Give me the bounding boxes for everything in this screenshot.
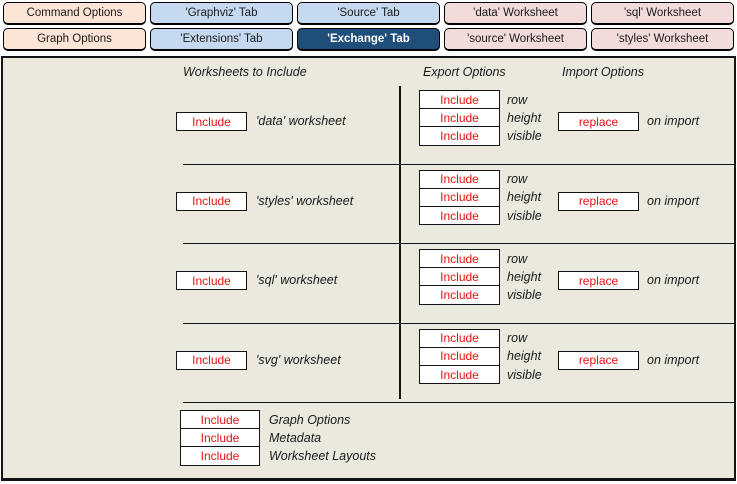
import-mode-label: on import [647,352,700,367]
export-options-group: Include row Include height Include visib… [419,249,542,305]
button-source-worksheet[interactable]: 'source' Worksheet [444,28,587,51]
export-option-label: row [507,251,528,266]
import-mode-label: on import [647,193,700,208]
footer-option-label: Graph Options [269,412,351,427]
include-worksheet-button[interactable]: Include [176,191,247,211]
worksheet-section-svg: Include 'svg' worksheet Include row Incl… [3,324,734,404]
worksheet-label: 'styles' worksheet [256,193,354,208]
include-row-button[interactable]: Include [419,169,500,189]
export-options-group: Include row Include height Include visib… [419,328,542,385]
include-graph-options-button[interactable]: Include [180,410,260,430]
export-option-label: height [507,190,542,205]
button-command-options[interactable]: Command Options [3,2,146,25]
vertical-divider [399,86,401,399]
worksheet-section-styles: Include 'styles' worksheet Include row I… [3,165,734,245]
worksheet-section-data: Include 'data' worksheet Include row Inc… [3,85,734,165]
button-data-worksheet[interactable]: 'data' Worksheet [444,2,587,25]
export-option-label: height [507,269,542,284]
button-styles-worksheet[interactable]: 'styles' Worksheet [591,28,734,51]
export-options-group: Include row Include height Include visib… [419,169,542,226]
header-export-options: Export Options [423,65,506,79]
replace-on-import-button[interactable]: replace [558,350,639,370]
tab-graphviz[interactable]: 'Graphviz' Tab [150,2,293,25]
export-option-label: row [507,172,528,187]
global-include-group: Include Graph Options Include Metadata I… [180,410,376,466]
worksheet-label: 'data' worksheet [256,114,346,128]
export-option-label: visible [507,367,542,382]
include-row-button[interactable]: Include [419,328,500,348]
include-height-button[interactable]: Include [419,346,500,367]
footer-option-label: Metadata [269,430,322,445]
replace-on-import-button[interactable]: replace [558,191,639,211]
button-sql-worksheet[interactable]: 'sql' Worksheet [591,2,734,25]
include-worksheet-button[interactable]: Include [176,271,247,290]
include-height-button[interactable]: Include [419,267,500,287]
export-option-label: visible [507,208,542,223]
tab-exchange-selected[interactable]: 'Exchange' Tab [297,28,440,51]
button-graph-options[interactable]: Graph Options [3,28,146,51]
exchange-tab-panel: Worksheets to Include Export Options Imp… [1,56,736,481]
export-option-label: row [507,92,528,107]
include-row-button[interactable]: Include [419,249,500,269]
export-option-label: row [507,331,528,346]
footer-option-label: Worksheet Layouts [269,449,376,464]
include-visible-button[interactable]: Include [419,364,500,385]
include-height-button[interactable]: Include [419,108,500,128]
include-worksheet-button[interactable]: Include [176,350,247,370]
header-import-options: Import Options [562,65,644,79]
header-worksheets-to-include: Worksheets to Include [183,65,307,79]
worksheet-label: 'svg' worksheet [256,352,341,367]
include-visible-button[interactable]: Include [419,126,500,146]
tab-source[interactable]: 'Source' Tab [297,2,440,25]
replace-on-import-button[interactable]: replace [558,271,639,290]
export-options-group: Include row Include height Include visib… [419,90,542,146]
worksheet-section-sql: Include 'sql' worksheet Include row Incl… [3,244,734,324]
include-metadata-button[interactable]: Include [180,428,260,448]
export-option-label: visible [507,288,542,303]
include-visible-button[interactable]: Include [419,205,500,226]
toolbar: Command Options 'Graphviz' Tab 'Source' … [3,2,734,51]
export-option-label: height [507,110,542,125]
export-option-label: visible [507,129,542,144]
tab-extensions[interactable]: 'Extensions' Tab [150,28,293,51]
include-worksheet-button[interactable]: Include [176,112,247,131]
include-height-button[interactable]: Include [419,187,500,208]
export-option-label: height [507,349,542,364]
include-row-button[interactable]: Include [419,90,500,110]
import-mode-label: on import [647,114,700,128]
replace-on-import-button[interactable]: replace [558,112,639,131]
include-visible-button[interactable]: Include [419,285,500,305]
include-worksheet-layouts-button[interactable]: Include [180,446,260,466]
worksheet-label: 'sql' worksheet [256,273,338,287]
import-mode-label: on import [647,273,700,287]
